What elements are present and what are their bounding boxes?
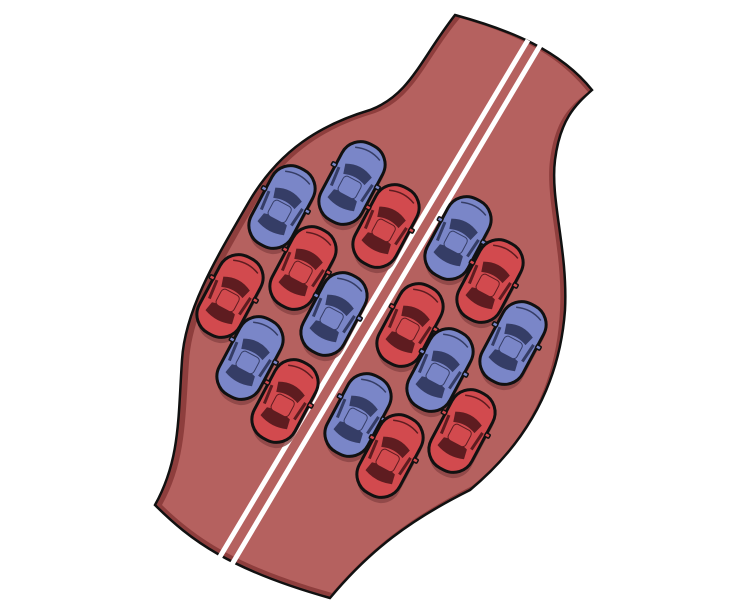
car-red [195, 253, 265, 344]
lane-divider [215, 38, 544, 568]
car-blue [423, 195, 493, 286]
car-blue [247, 164, 317, 255]
road [162, 18, 588, 593]
car-blue [323, 372, 393, 463]
car-blue [478, 300, 548, 391]
car-blue [405, 327, 475, 418]
car-red [427, 388, 497, 479]
cars [195, 140, 548, 504]
car-red [250, 358, 320, 449]
car-red [351, 183, 421, 274]
car-red [268, 225, 338, 316]
car-red [455, 238, 525, 329]
car-blue [317, 140, 387, 231]
car-red [355, 413, 425, 504]
car-blue [215, 315, 285, 406]
car-blue [299, 271, 369, 362]
car-red [375, 282, 445, 373]
